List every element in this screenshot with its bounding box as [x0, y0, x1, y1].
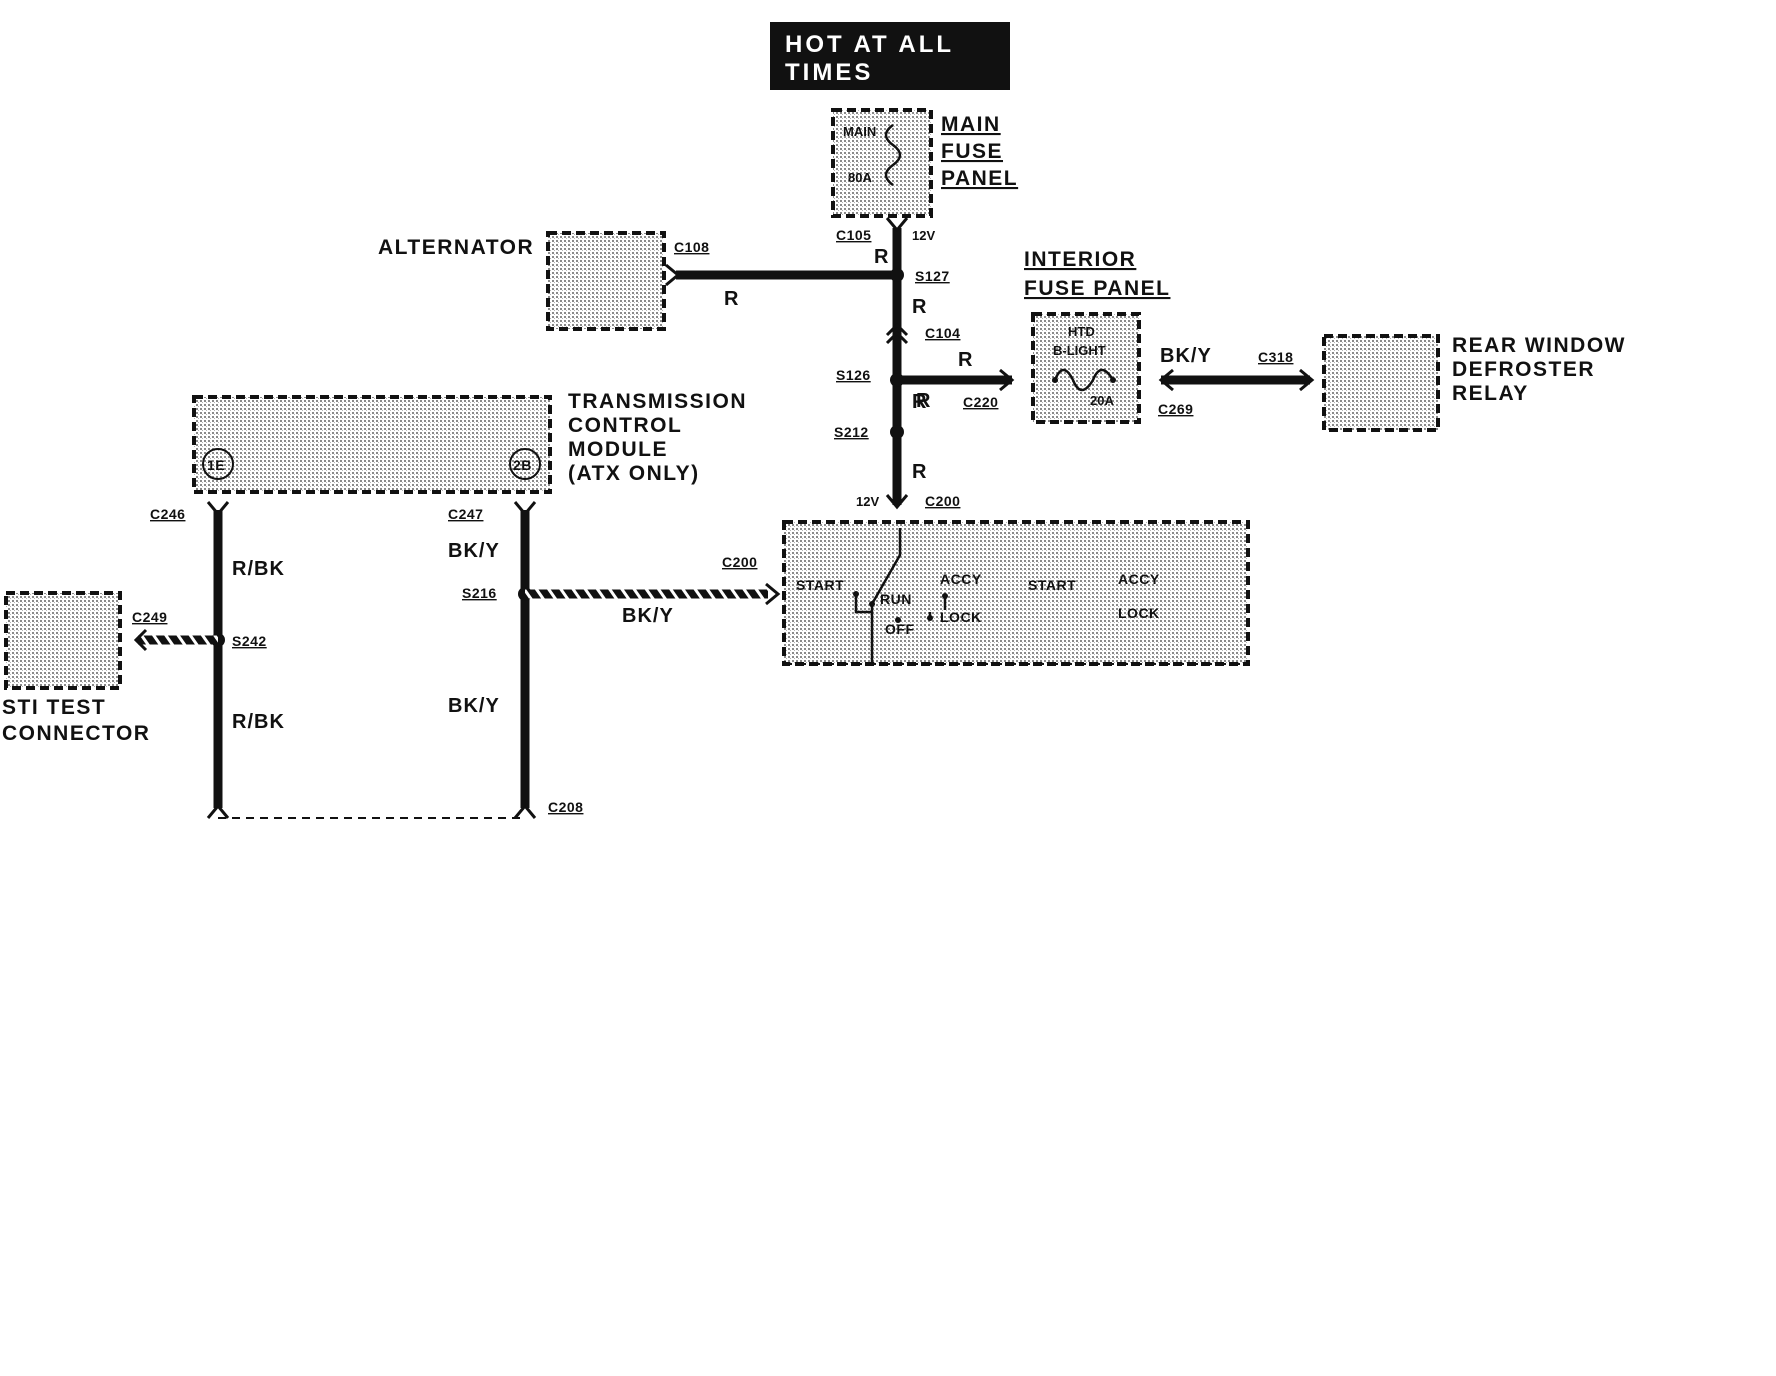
interior-fuse-panel-top: HTD B-LIGHT 20A INTERIOR FUSE PANEL — [1024, 248, 1170, 424]
ign1-off: OFF — [885, 621, 915, 637]
svg-text:R: R — [912, 461, 927, 483]
banner-line-2: TIMES — [785, 59, 873, 86]
tcm-top-label-3: MODULE — [568, 438, 668, 461]
connector-c104-mark — [885, 322, 909, 345]
ignition-switch: START RUN OFF ACCY LOCK START ACCY LOCK — [782, 520, 1250, 666]
voltage-c105: 12V — [912, 228, 935, 243]
fuse-symbol-icon — [884, 123, 902, 187]
ign1-accy: ACCY — [940, 571, 982, 587]
wire-label-r-2: R — [724, 288, 739, 310]
wire-label-bky-relay: BK/Y — [1160, 345, 1212, 367]
wire-label-bky-3: BK/Y — [622, 605, 674, 627]
tcm-top-label-4: (ATX ONLY) — [568, 462, 700, 485]
splice-s127: S127 — [915, 268, 950, 284]
connector-c104: C104 — [925, 325, 960, 341]
sti-label-2: CONNECTOR — [2, 722, 150, 745]
wire-label-r-5: R — [916, 390, 931, 412]
connector-c269: C269 — [1158, 401, 1193, 417]
ign2-accy: ACCY — [1118, 571, 1160, 587]
sti-test-connector: STI TEST CONNECTOR — [2, 591, 150, 745]
wire-label-r-3: R — [912, 296, 927, 318]
sti-label-1: STI TEST — [2, 696, 106, 719]
htd-fuse-name-2: B-LIGHT — [1053, 343, 1106, 358]
main-fuse-panel-label-3: PANEL — [941, 167, 1018, 190]
ign2-lock: LOCK — [1118, 605, 1160, 621]
connector-c200-left: C200 — [722, 554, 757, 570]
wire-label-r-4: R — [958, 349, 973, 371]
wire-label-bky-2: BK/Y — [448, 695, 500, 717]
tcm-pin-1e: 1E — [207, 457, 225, 473]
alternator: ALTERNATOR — [378, 231, 666, 331]
voltage-c200: 12V — [856, 494, 879, 509]
tcm-top-label-1: TRANSMISSION — [568, 390, 747, 413]
connector-c246: C246 — [150, 506, 185, 522]
splice-s216: S216 — [462, 585, 497, 601]
interior-fuse-panel-top-label-2: FUSE PANEL — [1024, 277, 1170, 300]
splice-s212: S212 — [834, 424, 869, 440]
connector-c220: C220 — [963, 394, 998, 410]
relay-label-2: DEFROSTER — [1452, 358, 1595, 381]
htd-fuse-name: HTD — [1068, 324, 1095, 339]
wire-label-rbk-1: R/BK — [232, 558, 285, 580]
splice-s212-dot — [890, 425, 904, 439]
connector-c108: C108 — [674, 239, 709, 255]
tcm-pin-2b: 2B — [513, 457, 532, 473]
alternator-label: ALTERNATOR — [378, 236, 534, 259]
rear-window-defroster-relay: REAR WINDOW DEFROSTER RELAY — [1322, 334, 1626, 432]
main-fuse-panel: MAIN 80A MAIN FUSE PANEL — [831, 108, 1018, 218]
ign2-start: START — [1028, 577, 1076, 593]
banner-line-1: HOT AT ALL — [785, 31, 954, 58]
splice-s126: S126 — [836, 367, 871, 383]
main-fuse-name: MAIN — [843, 124, 876, 139]
transmission-control-module-top: 1E 2B TRANSMISSION CONTROL MODULE (ATX O… — [192, 390, 747, 494]
main-fuse-panel-label-1: MAIN — [941, 113, 1001, 136]
wire-label-r-6: R — [912, 391, 927, 413]
connector-c318: C318 — [1258, 349, 1293, 365]
ign1-start: START — [796, 577, 844, 593]
relay-label-1: REAR WINDOW — [1452, 334, 1626, 357]
connector-c105-mark — [885, 217, 909, 233]
fuse-symbol-icon — [1053, 368, 1115, 392]
interior-fuse-panel-top-label-1: INTERIOR — [1024, 248, 1136, 271]
connector-c208-top: C208 — [548, 799, 583, 815]
main-fuse-panel-label-2: FUSE — [941, 140, 1003, 163]
main-fuse-rating: 80A — [848, 170, 872, 185]
ign1-run: RUN — [880, 591, 912, 607]
htd-fuse-rating: 20A — [1090, 393, 1114, 408]
wire-label-r-1: R — [874, 246, 889, 268]
relay-label-3: RELAY — [1452, 382, 1529, 405]
wire-label-bky-1: BK/Y — [448, 540, 500, 562]
connector-c105: C105 — [836, 227, 871, 243]
splice-s127-dot — [890, 268, 904, 282]
connector-c247: C247 — [448, 506, 483, 522]
connector-c249: C249 — [132, 609, 167, 625]
tcm-top-label-2: CONTROL — [568, 414, 682, 437]
splice-s242: S242 — [232, 633, 267, 649]
ign1-lock: LOCK — [940, 609, 982, 625]
connector-c200-top: C200 — [925, 493, 960, 509]
wire-label-rbk-2: R/BK — [232, 711, 285, 733]
hot-at-all-times-banner: HOT AT ALL TIMES — [770, 22, 1010, 90]
